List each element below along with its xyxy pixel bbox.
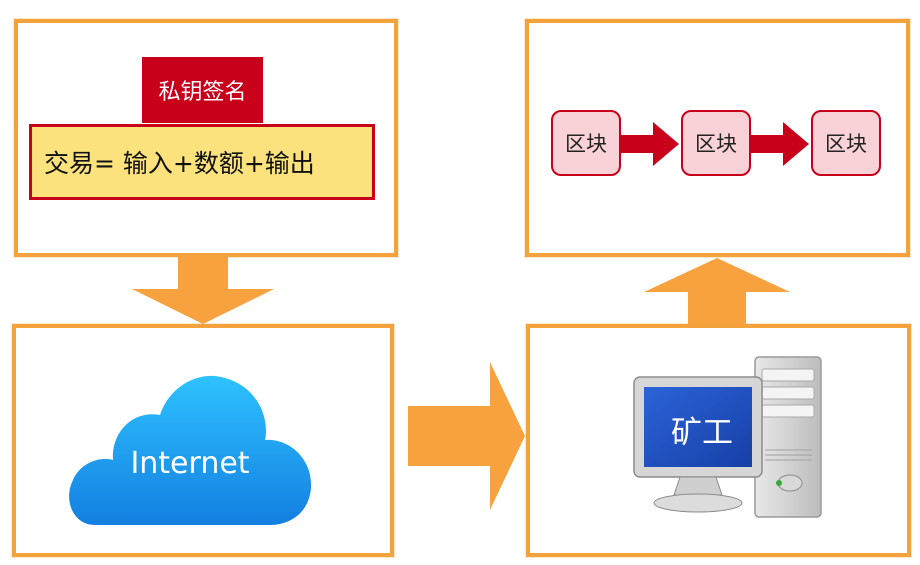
chain-arrow-1 — [621, 122, 679, 166]
block-label: 区块 — [695, 132, 737, 156]
block-label: 区块 — [565, 132, 607, 156]
transaction-formula-text: 交易= 输入+数额+输出 — [44, 149, 315, 178]
internet-label: Internet — [130, 446, 250, 481]
chain-arrow-2 — [751, 122, 809, 166]
block-1: 区块 — [551, 110, 621, 176]
block-label: 区块 — [825, 132, 867, 156]
computer-icon — [633, 356, 822, 518]
up-arrow — [644, 258, 790, 325]
transaction-formula: 交易= 输入+数额+输出 — [29, 124, 375, 200]
right-arrow — [408, 362, 525, 510]
block-3: 区块 — [811, 110, 881, 176]
private-key-signature-label: 私钥签名 — [142, 57, 263, 123]
down-arrow — [132, 257, 274, 324]
miner-label: 矿工 — [671, 415, 733, 451]
block-2: 区块 — [681, 110, 751, 176]
cloud-icon — [69, 375, 312, 525]
